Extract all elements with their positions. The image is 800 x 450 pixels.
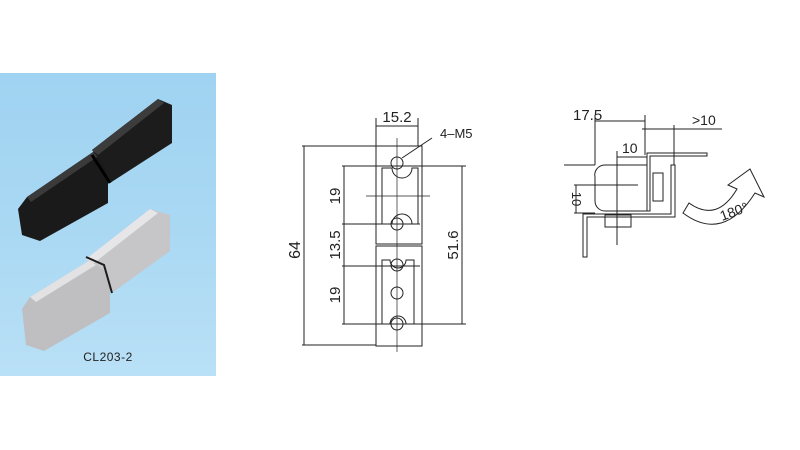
black-hinge-image: [18, 99, 172, 241]
hole-span-dimension: 51.6: [445, 230, 462, 259]
side-view-drawing: 17.5 >10 10 10 180°: [564, 107, 766, 258]
height-dimension: 10: [569, 192, 584, 206]
product-code-caption: CL203-2: [83, 350, 133, 364]
overall-height-dimension: 64: [287, 241, 304, 259]
silver-hinge-image: [22, 209, 170, 351]
rotation-arrow-icon: [682, 168, 766, 225]
hole-callout: 4–M5: [440, 126, 473, 141]
hinge-photo: [18, 99, 172, 351]
side-width-dimension: 17.5: [573, 107, 602, 124]
clearance-dimension: >10: [692, 112, 716, 128]
middle-spacing-dimension: 13.5: [327, 230, 344, 259]
upper-spacing-dimension: 19: [327, 188, 344, 205]
front-view-drawing: 15.2 4–M5 64 19 13.5 19 51.6: [287, 109, 473, 352]
offset-dimension: 10: [622, 140, 638, 156]
product-photo-panel: CL203-2: [0, 73, 216, 376]
lower-spacing-dimension: 19: [327, 287, 344, 304]
width-dimension: 15.2: [382, 109, 411, 126]
rotation-label: 180°: [718, 199, 751, 224]
